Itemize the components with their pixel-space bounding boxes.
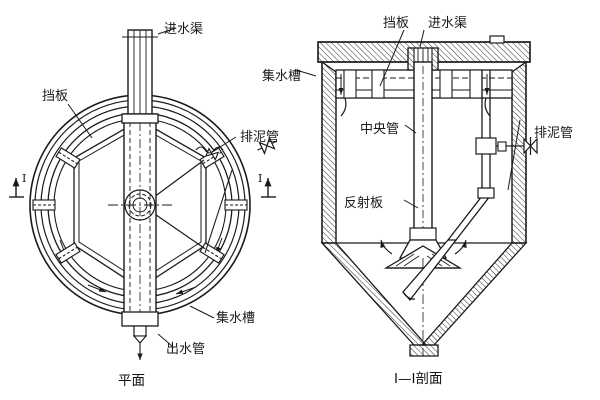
- reflector-flow-arrows: [380, 239, 467, 255]
- center-hub: [108, 189, 172, 221]
- valve-symbol-plan: [257, 136, 277, 156]
- plan-label-sludge-pipe: 排泥管: [240, 130, 279, 145]
- plan-label-inlet-channel: 进水渠: [164, 22, 203, 37]
- plan-view-title: 平面: [118, 373, 145, 389]
- section-label-inlet-channel: 进水渠: [428, 16, 467, 31]
- sludge-coil-plan: [195, 146, 224, 154]
- central-pipe-section: [409, 61, 437, 241]
- hopper-bottom-section: [320, 242, 528, 357]
- section-mark-label-right: I: [258, 172, 262, 185]
- sludge-pipe-section: [402, 70, 538, 302]
- inlet-channel-plan: [122, 29, 158, 123]
- plan-label-baffle: 挡板: [42, 89, 68, 104]
- section-view-title: I—I剖面: [394, 371, 442, 387]
- tank-walls-section: [321, 60, 527, 244]
- plan-label-outlet-pipe: 出水管: [166, 342, 205, 357]
- sludge-pipe-plan: [195, 136, 277, 254]
- outlet-pipe-plan: [121, 311, 159, 360]
- section-label-reflector-plate: 反射板: [344, 195, 383, 211]
- section-label-baffle: 挡板: [383, 16, 409, 31]
- section-view-group: [295, 29, 538, 357]
- section-label-collection-trough: 集水槽: [262, 68, 301, 84]
- plan-leader-lines: [67, 27, 237, 347]
- trough-inflow-arrows: [338, 74, 490, 95]
- central-pipe-plan: [121, 113, 159, 323]
- valve-symbol-section: [523, 137, 538, 155]
- baffle-plates-section: [340, 97, 491, 117]
- plan-label-collection-trough: 集水槽: [216, 310, 255, 326]
- section-mark-label-left: I: [22, 172, 26, 185]
- section-mark-right: [261, 178, 276, 198]
- section-label-sludge-pipe: 排泥管: [534, 126, 573, 141]
- plan-view-group: [9, 27, 277, 360]
- section-mark-left: [9, 178, 24, 198]
- section-leader-lines: [295, 29, 521, 209]
- section-label-central-pipe: 中央管: [360, 122, 399, 137]
